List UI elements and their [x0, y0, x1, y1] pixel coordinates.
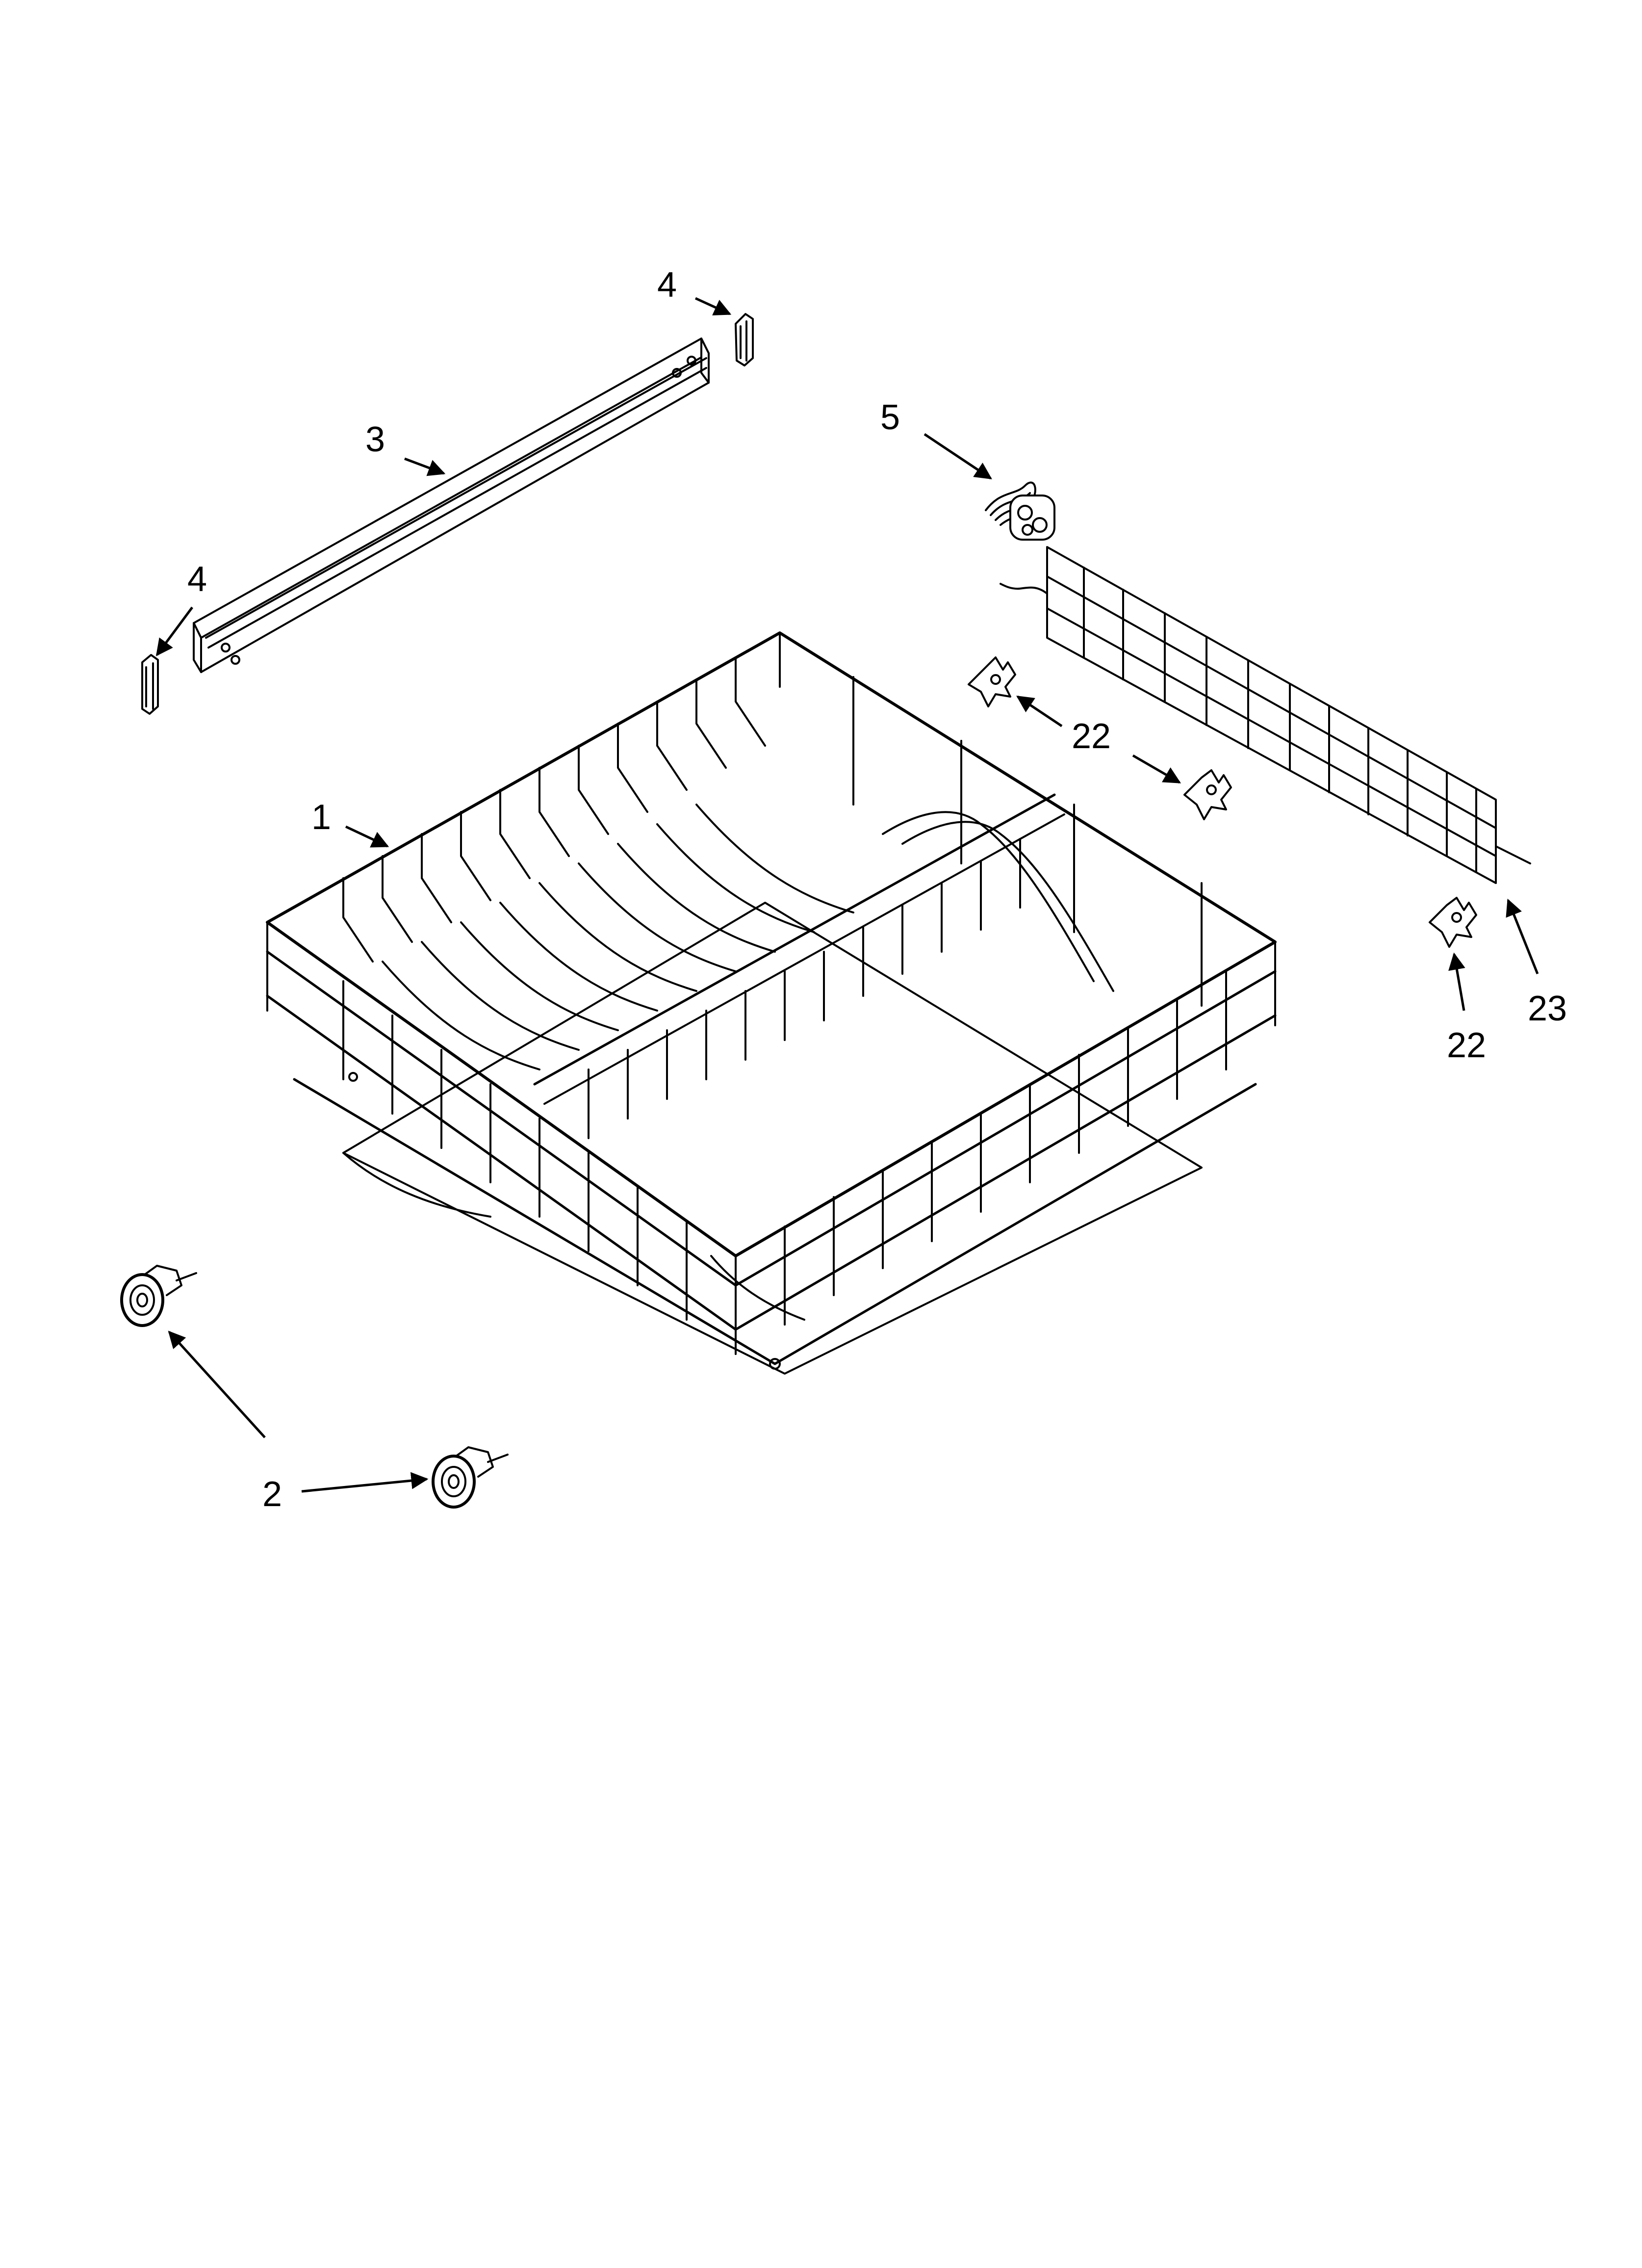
callout-3: 3: [365, 420, 385, 459]
callout-4-lower: 4: [187, 560, 207, 599]
wire-clip-part-5: [985, 481, 1055, 541]
callout-4-upper: 4: [657, 265, 677, 305]
wheel-part-2-right: [432, 1446, 509, 1509]
grid-panel-part-23: [1000, 546, 1531, 884]
clip-part-4-lower: [141, 654, 159, 715]
callout-22-upper: 22: [1072, 717, 1111, 756]
wheel-part-2-left: [120, 1265, 197, 1327]
clip-part-22-b: [1183, 769, 1232, 820]
clip-part-22-c: [1429, 897, 1477, 948]
callout-23: 23: [1528, 989, 1567, 1028]
callout-2: 2: [262, 1475, 282, 1514]
clip-part-22-a: [968, 656, 1016, 707]
leader-arrows: [155, 297, 1539, 1493]
upper-rack-part-1: [266, 631, 1277, 1375]
rack-rail-part-3: [193, 338, 710, 673]
callout-1: 1: [311, 798, 331, 837]
clip-part-4-upper: [735, 313, 754, 366]
callout-5: 5: [880, 398, 900, 437]
callout-22-lower: 22: [1447, 1026, 1486, 1065]
